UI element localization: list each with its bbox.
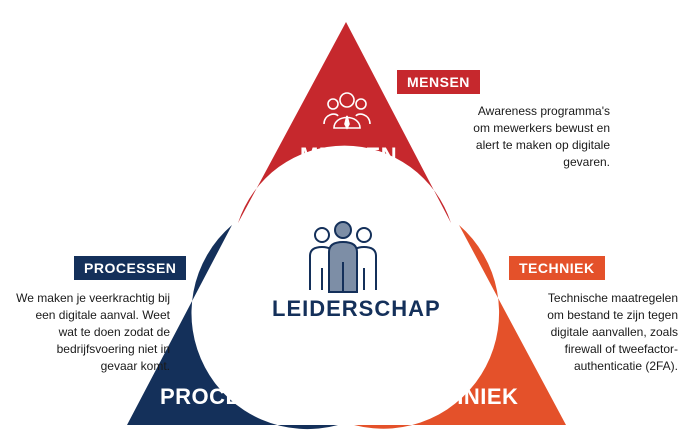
processen-label: PROCESSEN: [160, 384, 303, 409]
techniek-segment: [354, 225, 566, 429]
processen-description: We maken je veerkrachtig bij een digital…: [6, 290, 170, 375]
techniek-description-line: digitale aanvallen, zoals: [550, 325, 678, 339]
techniek-description-line: authenticatie (2FA).: [573, 359, 678, 373]
processen-description-line: gevaar komt.: [100, 359, 170, 373]
mensen-description: Awareness programma's om mewerkers bewus…: [410, 103, 610, 171]
mensen-description-line: om mewerkers bewust en: [473, 121, 610, 135]
processen-description-line: We maken je veerkrachtig bij: [16, 291, 170, 305]
leiderschap-label: LEIDERSCHAP: [272, 296, 441, 321]
network-icon: [207, 326, 249, 368]
gears-icon: [445, 324, 492, 367]
techniek-description-line: firewall of tweefactor-: [564, 342, 678, 356]
mensen-segment: [238, 22, 451, 223]
processen-segment: [127, 225, 338, 430]
processen-tag: PROCESSEN: [74, 256, 187, 280]
mensen-description-line: Awareness programma's: [477, 104, 610, 118]
techniek-description-line: om bestand te zijn tegen: [547, 308, 678, 322]
techniek-description: Technische maatregelen om bestand te zij…: [500, 290, 678, 375]
processen-description-line: wat te doen zodat de: [58, 325, 170, 339]
mensen-label: MENSEN: [300, 143, 398, 168]
mensen-description-line: gevaren.: [563, 155, 610, 169]
center-circle: [238, 197, 454, 413]
processen-description-line: bedrijfsvoering niet in: [56, 342, 170, 356]
techniek-label: TECHNIEK: [402, 384, 519, 409]
mensen-tag: MENSEN: [397, 70, 480, 94]
people-icon: [323, 92, 371, 130]
techniek-description-line: Technische maatregelen: [547, 291, 678, 305]
processen-description-line: een digitale aanval. Weet: [35, 308, 170, 322]
team-icon: [309, 221, 377, 293]
mensen-description-line: alert te maken op digitale: [475, 138, 610, 152]
techniek-tag: TECHNIEK: [509, 256, 605, 280]
